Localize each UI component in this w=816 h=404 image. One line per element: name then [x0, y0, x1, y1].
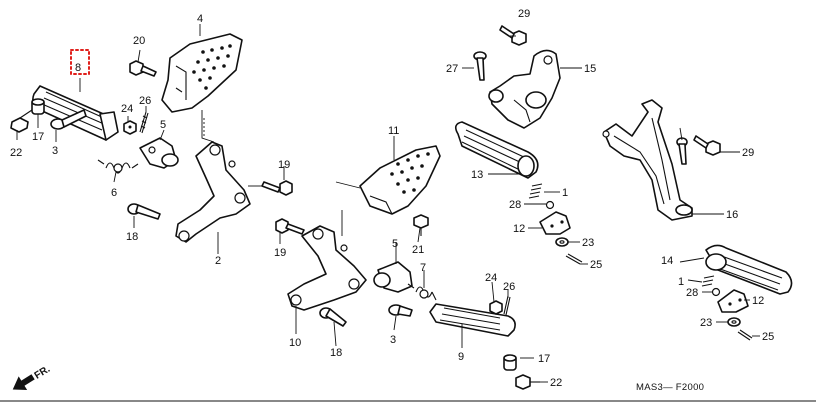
label-17-left: 17: [32, 131, 44, 143]
part-3-pin-center[interactable]: [388, 304, 413, 317]
label-2: 2: [215, 255, 221, 267]
label-16: 16: [726, 209, 738, 221]
part-25-screw[interactable]: [565, 253, 583, 265]
part-12-detent-plate[interactable]: [539, 211, 571, 235]
part-23-washer[interactable]: [555, 237, 569, 247]
label-22-left: 22: [10, 147, 22, 159]
label-28-lower: 28: [686, 287, 698, 299]
part-1-spring-right[interactable]: [701, 275, 715, 287]
part-17-collar[interactable]: [31, 98, 45, 115]
label-12-upper: 12: [513, 223, 525, 235]
part-5-pivot-center[interactable]: [373, 261, 413, 293]
part-22-bolt-center[interactable]: [515, 374, 540, 390]
part-2-bracket[interactable]: [175, 141, 251, 243]
label-3-left: 3: [52, 145, 58, 157]
label-18-left: 18: [126, 231, 138, 243]
part-24-nut[interactable]: [123, 120, 137, 135]
part-28-ball[interactable]: [545, 200, 555, 210]
label-15: 15: [584, 63, 596, 75]
front-direction-arrow: FR.: [12, 364, 53, 390]
part-24-nut-center[interactable]: [489, 300, 503, 315]
label-19-upper: 19: [278, 159, 290, 171]
part-15-bracket[interactable]: [488, 49, 561, 129]
part-11-heel-plate[interactable]: [359, 145, 441, 215]
part-18-bolt[interactable]: [127, 203, 161, 220]
label-1-upper: 1: [562, 187, 568, 199]
part-19-bolt-upper[interactable]: [261, 180, 293, 196]
part-19-bolt-lower[interactable]: [275, 218, 305, 235]
part-3-pin[interactable]: [50, 109, 87, 130]
part-23-washer-right[interactable]: [727, 317, 741, 327]
label-21: 21: [412, 244, 424, 256]
label-9: 9: [458, 351, 464, 363]
label-26-left: 26: [139, 95, 151, 107]
part-6-spring[interactable]: [97, 159, 139, 174]
label-1-lower: 1: [678, 276, 684, 288]
part-9-footpeg[interactable]: [429, 303, 516, 337]
part-29-bolt-rear[interactable]: [693, 135, 721, 156]
label-6: 6: [111, 187, 117, 199]
part-5-pivot[interactable]: [139, 137, 179, 169]
part-29-bolt-top[interactable]: [499, 25, 527, 46]
part-27-bolt[interactable]: [473, 51, 487, 81]
diagram-code: MAS3— F2000: [636, 382, 704, 393]
part-21-bolt[interactable]: [413, 214, 429, 236]
label-23-upper: 23: [582, 237, 594, 249]
label-14: 14: [661, 255, 673, 267]
part-27-bolt-rear[interactable]: [676, 137, 688, 165]
part-7-spring[interactable]: [407, 283, 437, 301]
label-10: 10: [289, 337, 301, 349]
label-29-rear: 29: [742, 147, 754, 159]
part-1-spring[interactable]: [528, 183, 543, 199]
label-5-left: 5: [160, 119, 166, 131]
leader-lines: [16, 24, 760, 383]
label-5-center: 5: [392, 238, 398, 250]
direction-label: FR.: [33, 364, 53, 382]
label-3-center: 3: [390, 334, 396, 346]
label-17-center: 17: [538, 353, 550, 365]
label-8: 8: [75, 62, 81, 74]
label-18-center: 18: [330, 347, 342, 359]
label-22-center: 22: [550, 377, 562, 389]
part-18-bolt-center[interactable]: [319, 307, 347, 327]
label-24-center: 24: [485, 272, 497, 284]
label-24-left: 24: [121, 103, 133, 115]
part-13-footpeg[interactable]: [454, 121, 539, 179]
label-29-top: 29: [518, 8, 530, 20]
label-20: 20: [133, 35, 145, 47]
label-12-lower: 12: [752, 295, 764, 307]
highlight-box: [70, 49, 90, 75]
part-25-screw-right[interactable]: [737, 329, 753, 341]
part-16-bracket[interactable]: [602, 99, 693, 221]
label-25-lower: 25: [762, 331, 774, 343]
label-11: 11: [388, 125, 399, 137]
label-23-lower: 23: [700, 317, 712, 329]
part-4-heel-plate[interactable]: [161, 33, 243, 113]
part-12-detent-plate-right[interactable]: [717, 289, 749, 313]
label-25-upper: 25: [590, 259, 602, 271]
label-27: 27: [446, 63, 458, 75]
part-28-ball-right[interactable]: [711, 287, 721, 297]
label-7: 7: [420, 262, 426, 274]
label-19-lower: 19: [274, 247, 286, 259]
part-17-collar-center[interactable]: [503, 354, 517, 371]
part-8-footpeg-rubber[interactable]: [32, 85, 119, 141]
label-26-center: 26: [503, 281, 515, 293]
label-28-upper: 28: [509, 199, 521, 211]
part-20-bolt[interactable]: [129, 60, 157, 77]
part-26-cotter-pin[interactable]: [139, 111, 149, 134]
part-26-cotter-center[interactable]: [503, 295, 511, 316]
label-4: 4: [197, 13, 203, 25]
label-13: 13: [471, 169, 483, 181]
part-14-footpeg[interactable]: [705, 244, 793, 295]
part-10-bracket[interactable]: [287, 225, 367, 311]
part-22-bolt[interactable]: [10, 109, 33, 133]
callout-labels: 8 22 17 3 6 24 26 20 4 5 18 2 19 19 11 5…: [10, 8, 774, 389]
